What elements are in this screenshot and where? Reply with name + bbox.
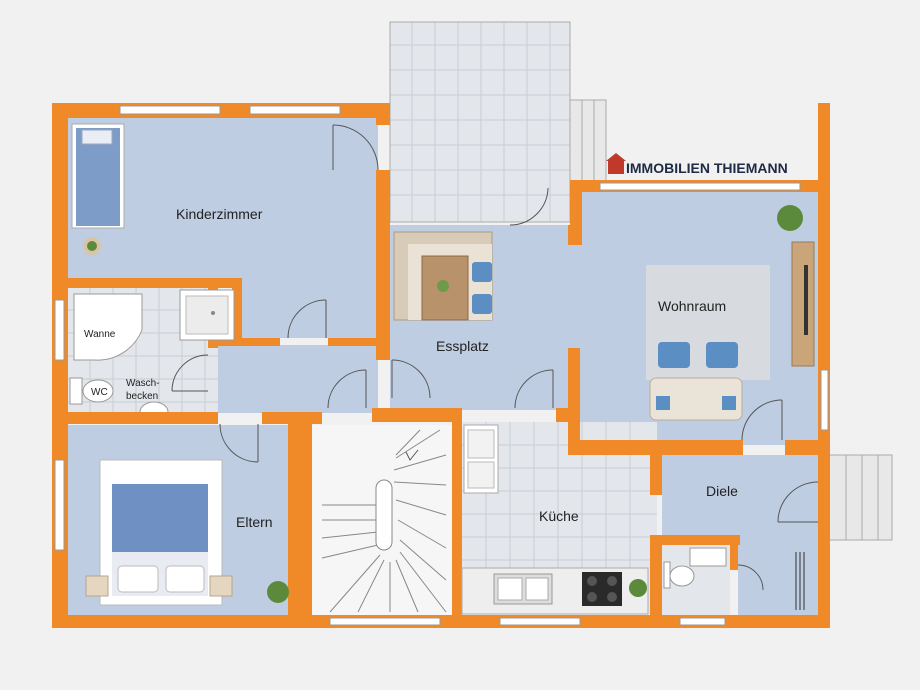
windows bbox=[54, 105, 829, 626]
kinderzimmer-furniture bbox=[71, 123, 125, 255]
sink-icon bbox=[689, 547, 727, 567]
sofa-icon bbox=[649, 377, 743, 421]
brand-logo: IMMOBILIEN THIEMANN bbox=[606, 153, 788, 176]
staircase bbox=[321, 429, 447, 613]
room-labels: Kinderzimmer Wanne WC Wasch- becken Elte… bbox=[84, 206, 738, 530]
essplatz-furniture bbox=[393, 231, 493, 321]
plant-icon bbox=[267, 581, 289, 603]
toilet-icon bbox=[82, 379, 114, 403]
hallway-floor bbox=[218, 345, 378, 413]
diele-floor bbox=[662, 455, 818, 545]
label-wc: WC bbox=[91, 387, 108, 398]
brand-name: IMMOBILIEN THIEMANN bbox=[626, 160, 788, 176]
sink-icon bbox=[139, 401, 169, 413]
outdoor-steps bbox=[827, 454, 893, 541]
label-waschbecken-1: Wasch- bbox=[126, 378, 160, 389]
label-wanne: Wanne bbox=[84, 329, 116, 340]
doors bbox=[171, 124, 819, 591]
house-icon bbox=[608, 160, 624, 174]
armchair-icon bbox=[658, 342, 690, 368]
label-eltern: Eltern bbox=[236, 514, 273, 530]
radiator-icon bbox=[795, 552, 805, 610]
toilet-icon bbox=[669, 565, 695, 587]
label-kinderzimmer: Kinderzimmer bbox=[176, 206, 263, 222]
wc2-fixtures bbox=[663, 547, 727, 589]
terrace bbox=[389, 21, 607, 223]
label-wohnraum: Wohnraum bbox=[658, 298, 726, 314]
bathroom-fixtures bbox=[69, 289, 235, 413]
label-essplatz: Essplatz bbox=[436, 338, 489, 354]
eltern-furniture bbox=[85, 459, 289, 606]
plant-icon bbox=[777, 205, 803, 231]
label-waschbecken-2: becken bbox=[126, 391, 158, 402]
chair-icon bbox=[472, 262, 492, 282]
label-kueche: Küche bbox=[539, 508, 579, 524]
kitchen-furniture bbox=[461, 424, 649, 615]
tv-cabinet-icon bbox=[791, 241, 815, 367]
stove-icon bbox=[582, 572, 622, 606]
plant-icon bbox=[629, 579, 647, 597]
wohnraum-furniture bbox=[646, 205, 815, 421]
bathtub-icon bbox=[73, 293, 143, 361]
label-diele: Diele bbox=[706, 483, 738, 499]
tv-icon bbox=[804, 265, 808, 335]
